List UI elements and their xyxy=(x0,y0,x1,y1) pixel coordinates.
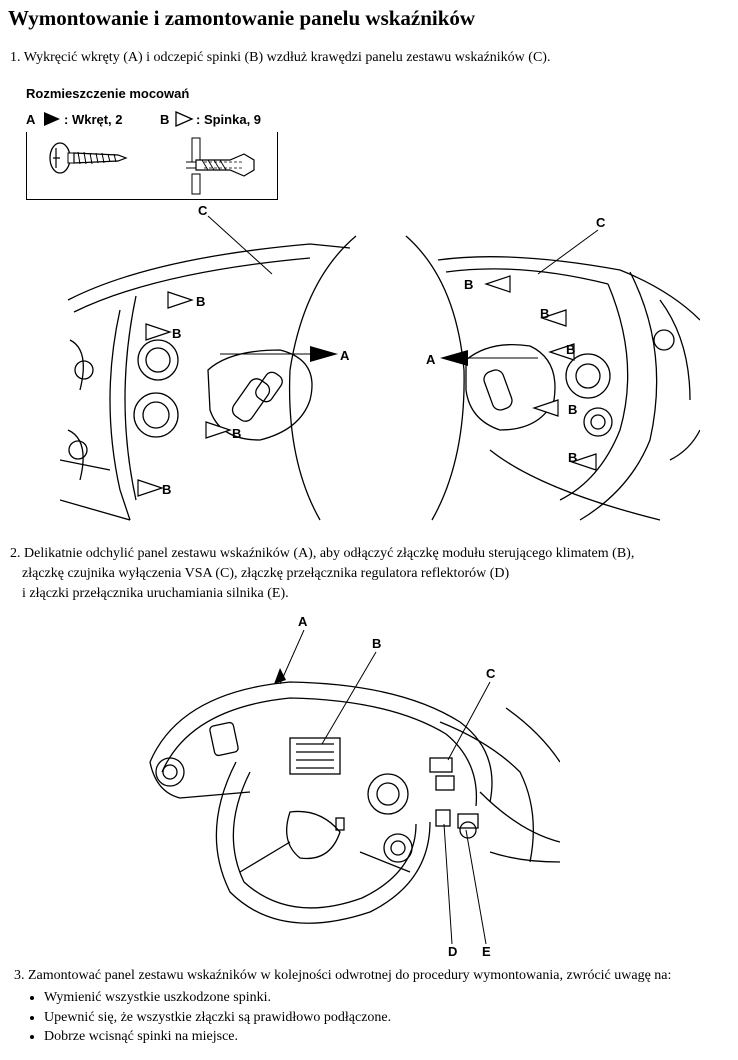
left-gauge-lower xyxy=(133,392,179,438)
screw-markers xyxy=(310,346,468,366)
hollow-triangle-icon xyxy=(175,111,194,127)
step-number: 1. xyxy=(10,50,21,65)
legend-key-b: B xyxy=(160,112,170,127)
solid-triangle-icon xyxy=(44,112,60,126)
label-b-8: B xyxy=(568,402,577,417)
label-b-7: B xyxy=(566,342,575,357)
label-a-left: A xyxy=(340,348,350,363)
panel-outline-top xyxy=(149,681,493,803)
panel-edge-right-top xyxy=(437,256,700,321)
screw-marker-left xyxy=(310,346,338,362)
step-line-1: Delikatnie odchylić panel zestawu wskaźn… xyxy=(24,546,635,561)
step-line-3: i złączki przełącznika uruchamiania siln… xyxy=(22,586,289,601)
panel-gauge-left xyxy=(155,757,185,787)
left-gauge-upper xyxy=(137,339,179,381)
steering-wheel-left-arc xyxy=(288,235,357,521)
step-1: 1. Wykręcić wkręty (A) i odczepić spinki… xyxy=(10,48,550,68)
fig2-label-d: D xyxy=(448,944,457,959)
headlight-leveling-connector xyxy=(435,809,451,827)
legend-label-b: : Spinka, 9 xyxy=(196,112,262,127)
label-b-3: B xyxy=(232,426,241,441)
steering-column xyxy=(207,349,313,441)
legend-frame xyxy=(26,132,278,200)
label-b-4: B xyxy=(162,482,171,497)
right-gauge-upper xyxy=(565,353,611,399)
fig2-label-c: C xyxy=(486,666,496,681)
clip-icon xyxy=(186,137,255,195)
screw-icon xyxy=(49,142,128,174)
step-line-2: złączkę czujnika wyłączenia VSA (C), złą… xyxy=(22,566,510,581)
step-number: 3. xyxy=(14,968,25,983)
fig2-label-a: A xyxy=(298,614,308,629)
fig2-label-b: B xyxy=(372,636,381,651)
step-2: 2. Delikatnie odchylić panel zestawu wsk… xyxy=(10,544,634,604)
right-gauge-lower xyxy=(583,407,613,437)
label-b-1: B xyxy=(196,294,205,309)
screw-marker-right xyxy=(440,350,468,366)
fastener-legend: Rozmieszczenie mocowań A : Wkręt, 2 B : … xyxy=(26,84,278,200)
bullet-item: Wymienić wszystkie uszkodzone spinki. xyxy=(44,988,391,1008)
step-text: Wykręcić wkręty (A) i odczepić spinki (B… xyxy=(23,50,551,65)
legend-label-a: : Wkręt, 2 xyxy=(64,112,123,127)
steering-wheel-right-arc xyxy=(405,235,465,521)
label-b-5: B xyxy=(464,277,473,292)
vsa-switch-connector xyxy=(429,757,453,773)
right-steering-column xyxy=(465,343,556,431)
panel-edge-left-top xyxy=(67,243,351,301)
clip-markers xyxy=(137,275,597,497)
step-number: 2. xyxy=(10,546,21,561)
label-b-9: B xyxy=(568,450,577,465)
legend-heading: Rozmieszczenie mocowań xyxy=(26,86,190,101)
step-3: 3. Zamontować panel zestawu wskaźników w… xyxy=(14,966,671,986)
label-b-6: B xyxy=(540,306,549,321)
step-3-bullets: Wymienić wszystkie uszkodzone spinki. Up… xyxy=(22,988,391,1047)
bullet-item: Upewnić się, że wszystkie złączki są pra… xyxy=(44,1008,391,1028)
figure-dashboard-fasteners: C C A A B B B B B B B B B xyxy=(60,203,700,521)
bullet-item: Dobrze wcisnąć spinki na miejsce. xyxy=(44,1027,391,1047)
panel-edge-left xyxy=(109,309,131,521)
label-b-2: B xyxy=(172,326,181,341)
fig2-label-e: E xyxy=(482,944,491,959)
figure-panel-connectors: A B C D E xyxy=(149,614,560,959)
label-c-left: C xyxy=(198,203,208,218)
climate-control-connector xyxy=(289,737,341,775)
label-c-right: C xyxy=(596,215,606,230)
engine-start-connector xyxy=(457,813,479,829)
legend-key-a: A xyxy=(26,112,36,127)
steering-wheel xyxy=(215,761,431,924)
panel-gauge-right xyxy=(367,773,409,815)
label-a-right: A xyxy=(426,352,436,367)
page-title: Wymontowanie i zamontowanie panelu wskaź… xyxy=(8,6,476,30)
step-text: Zamontować panel zestawu wskaźników w ko… xyxy=(28,968,672,983)
